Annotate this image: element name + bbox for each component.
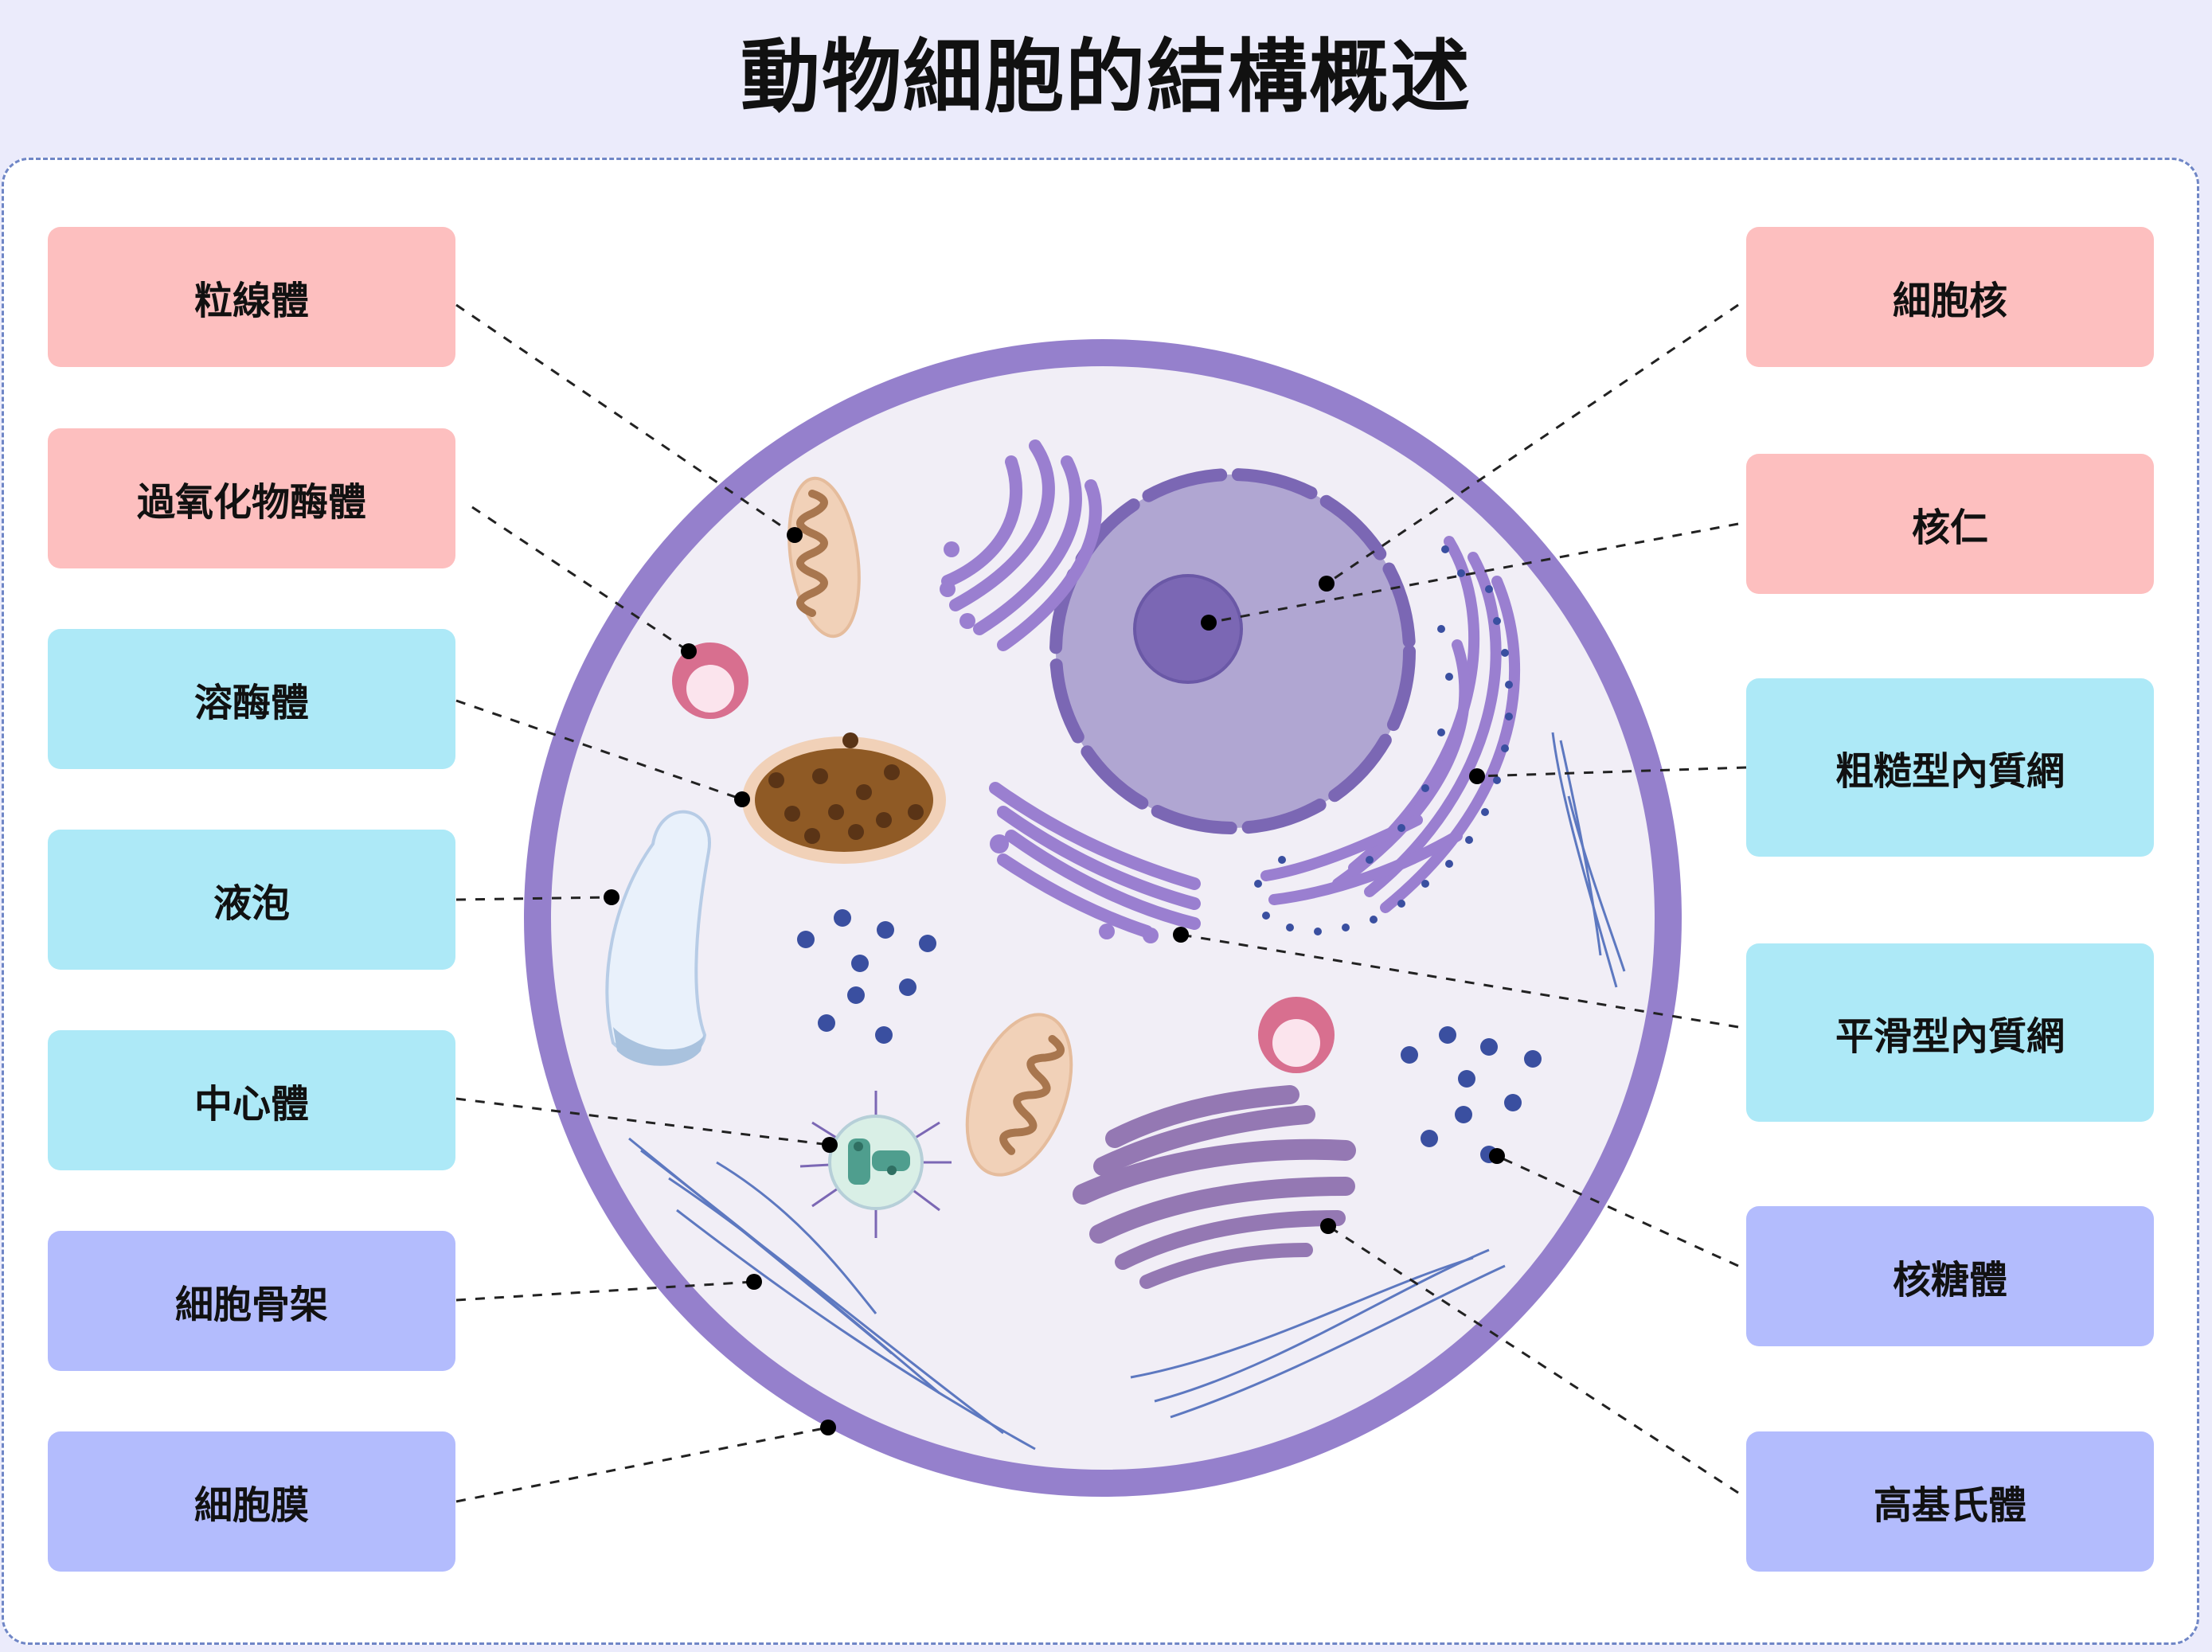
page-title: 動物細胞的結構概述 bbox=[741, 30, 1471, 123]
label-ribosome: 核糖體 bbox=[1746, 1206, 2154, 1346]
nucleolus bbox=[1133, 574, 1243, 684]
cytoskeleton-fibers bbox=[628, 732, 1626, 1451]
label-nucleolus: 核仁 bbox=[1746, 454, 2154, 594]
label-rough-er: 粗糙型內質網 bbox=[1746, 678, 2154, 857]
rough-er-ribosomes bbox=[1254, 545, 1513, 935]
peroxisome-right bbox=[1258, 997, 1335, 1073]
lysosome bbox=[742, 732, 946, 864]
smooth-er bbox=[941, 439, 1201, 938]
label-cell-membrane: 細胞膜 bbox=[48, 1431, 455, 1572]
label-centrosome: 中心體 bbox=[48, 1030, 455, 1170]
mitochondrion-upper bbox=[787, 476, 861, 639]
label-peroxisome: 過氧化物酶體 bbox=[48, 428, 455, 568]
label-mitochondria: 粒線體 bbox=[48, 227, 455, 367]
leader-dots bbox=[604, 527, 1505, 1435]
label-nucleus: 細胞核 bbox=[1746, 227, 2154, 367]
label-vacuole: 液泡 bbox=[48, 830, 455, 970]
label-cytoskeleton: 細胞骨架 bbox=[48, 1231, 455, 1371]
mitochondrion-lower bbox=[965, 1013, 1073, 1177]
golgi-apparatus bbox=[1073, 1085, 1356, 1289]
leader-lines bbox=[455, 303, 1747, 1503]
label-lysosome: 溶酶體 bbox=[48, 629, 455, 769]
label-smooth-er: 平滑型內質網 bbox=[1746, 943, 2154, 1122]
label-golgi: 高基氏體 bbox=[1746, 1431, 2154, 1572]
free-ribosomes bbox=[797, 909, 1542, 1163]
smooth-er-vesicles bbox=[940, 541, 1159, 943]
vacuole bbox=[605, 810, 711, 1066]
centrosome bbox=[799, 1091, 952, 1238]
peroxisome-left bbox=[672, 642, 748, 719]
rough-er bbox=[1260, 536, 1521, 913]
